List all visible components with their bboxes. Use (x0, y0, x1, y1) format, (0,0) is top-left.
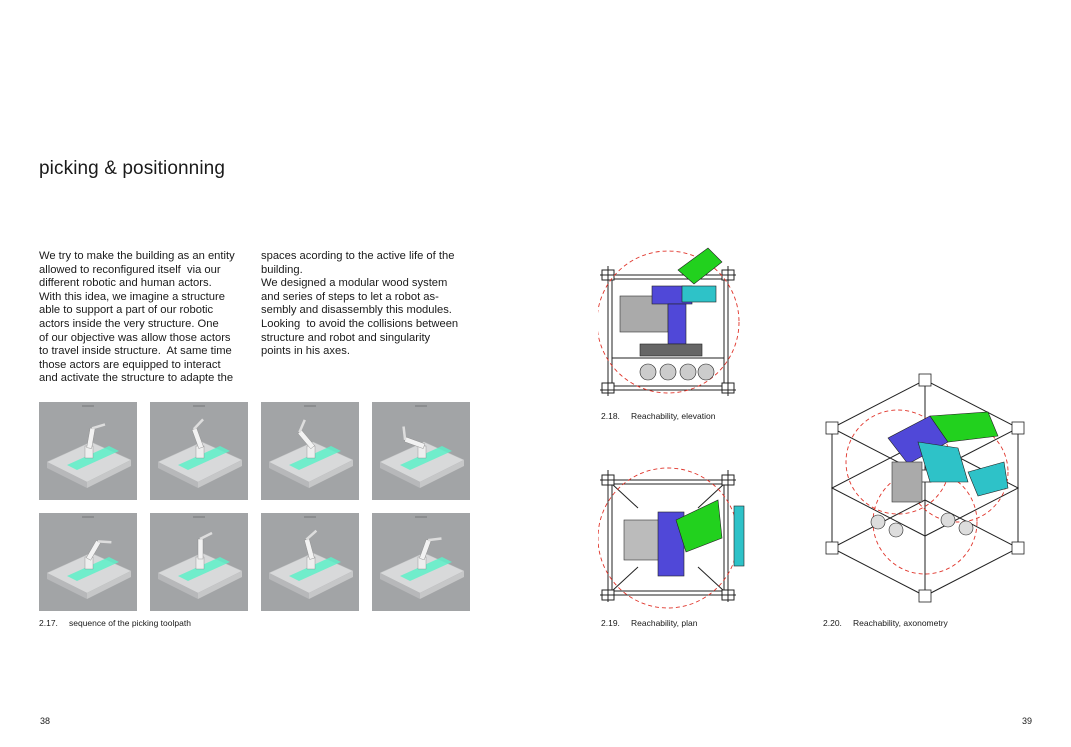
sequence-frame-4 (372, 402, 470, 500)
sequence-frame-6 (150, 513, 248, 611)
body-text-column-1: We try to make the building as an entity… (39, 250, 235, 385)
sequence-frame-7 (261, 513, 359, 611)
sequence-frame-2 (150, 402, 248, 500)
page-title: picking & positionning (39, 158, 225, 179)
reachability-axonometry-drawing (825, 373, 1025, 603)
sequence-frame-8 (372, 513, 470, 611)
caption-sequence: 2.17.sequence of the picking toolpath (39, 618, 191, 628)
caption-axonometry: 2.20.Reachability, axonometry (823, 618, 948, 628)
sequence-frame-5 (39, 513, 137, 611)
sequence-frame-3 (261, 402, 359, 500)
page-number-right: 39 (1022, 716, 1033, 726)
reachability-plan-drawing (598, 467, 745, 609)
reachability-elevation-drawing (598, 247, 740, 396)
body-text-column-2: spaces acording to the active life of th… (261, 250, 459, 358)
caption-plan: 2.19.Reachability, plan (601, 618, 698, 628)
caption-elevation: 2.18.Reachability, elevation (601, 411, 716, 421)
page-number-left: 38 (40, 716, 51, 726)
sequence-frame-1 (39, 402, 137, 500)
